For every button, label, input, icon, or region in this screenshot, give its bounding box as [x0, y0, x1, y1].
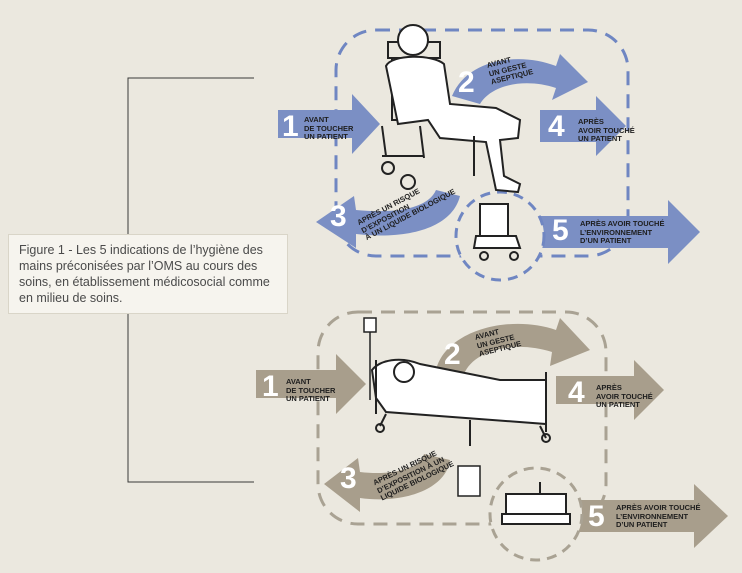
bottom-number-2: 2	[444, 338, 461, 371]
top-number-5: 5	[552, 214, 569, 247]
bottom-label-1: AVANT DE TOUCHER UN PATIENT	[286, 377, 336, 403]
arrow-3-top	[316, 190, 460, 248]
patient-zone-top	[334, 28, 630, 258]
bottom-number-1: 1	[262, 370, 279, 403]
wheelchair-icon	[472, 203, 522, 261]
arrow-4-bottom	[556, 360, 664, 420]
arrow-5-top	[540, 200, 700, 264]
top-number-4: 4	[548, 110, 565, 143]
bottom-number-4: 4	[568, 376, 585, 409]
seated-patient-figure	[381, 24, 522, 194]
arrow-2-bottom	[436, 318, 590, 374]
top-label-1: AVANT DE TOUCHER UN PATIENT	[304, 115, 354, 141]
arrow-4-top	[540, 96, 626, 156]
top-number-1: 1	[282, 110, 299, 143]
figure-caption: Figure 1 - Les 5 indications de l’hygièn…	[8, 234, 288, 314]
top-number-3: 3	[330, 200, 347, 233]
arrow-5-bottom	[560, 484, 728, 548]
arrow-1-bottom	[256, 354, 366, 414]
bottom-label-5: APRÈS AVOIR TOUCHÉ L’ENVIRONNEMENT D’UN …	[616, 503, 701, 529]
bottom-number-3: 3	[340, 462, 357, 495]
top-label-5: APRÈS AVOIR TOUCHÉ L’ENVIRONNEMENT D’UN …	[580, 219, 665, 245]
top-number-2: 2	[458, 66, 475, 99]
hospital-bed-figure	[363, 317, 551, 497]
bottom-label-4: APRÈS AVOIR TOUCHÉ UN PATIENT	[596, 383, 653, 409]
arrow-1-top	[278, 94, 380, 154]
top-label-4: APRÈS AVOIR TOUCHÉ UN PATIENT	[578, 117, 635, 143]
patient-zone-bottom	[316, 310, 608, 526]
empty-bed-icon	[501, 482, 571, 525]
arrow-3-bottom	[324, 454, 450, 512]
bottom-number-5: 5	[588, 500, 605, 533]
arrow-2-top	[452, 54, 588, 104]
